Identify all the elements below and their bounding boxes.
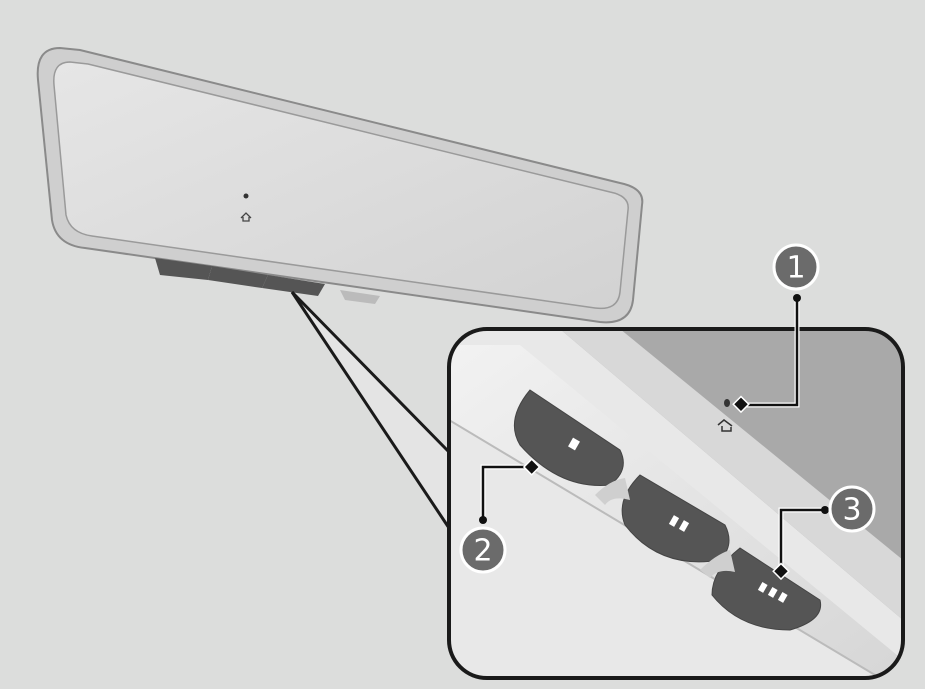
mirror-buttons — [155, 258, 380, 304]
callout-1: 1 — [732, 243, 820, 414]
detail-inset — [447, 327, 905, 680]
callout-3-label: 3 — [842, 493, 861, 528]
callout-3: 3 — [772, 485, 876, 581]
rearview-mirror — [36, 46, 644, 324]
callout-2-label: 2 — [473, 534, 492, 569]
homelink-button-1[interactable] — [513, 389, 624, 486]
zoom-leader-lines — [290, 290, 451, 529]
homelink-button-3[interactable] — [711, 547, 822, 631]
callout-1-label: 1 — [786, 251, 805, 286]
callout-2: 2 — [459, 458, 541, 574]
homelink-icon — [240, 212, 252, 222]
button-1-mark — [568, 437, 580, 451]
indicator-light — [243, 193, 249, 199]
